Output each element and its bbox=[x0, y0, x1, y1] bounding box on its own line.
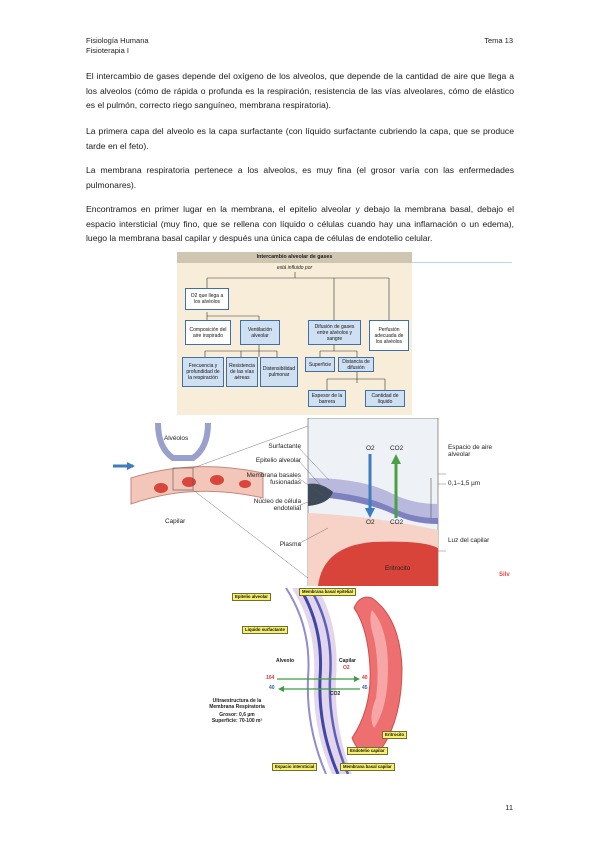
ultrastructure-illustration bbox=[277, 588, 403, 774]
value-45: 45 bbox=[362, 685, 368, 691]
tag-membrana-epitelial: Membrana basal epitelial bbox=[299, 588, 356, 596]
subject-label: Fisiología Humana bbox=[86, 36, 149, 45]
label-o2-bottom: O2 bbox=[366, 519, 375, 526]
tag-liquido-surfactante: Líquido surfactante bbox=[242, 626, 288, 634]
label-capilar-3: Capilar bbox=[339, 658, 356, 664]
box-alveolar-ventilation: Ventilación alveolar bbox=[240, 320, 280, 345]
membrane-illustration bbox=[113, 418, 446, 586]
ultra-grosor: Grosor: 0,6 µm bbox=[219, 712, 255, 718]
label-o2-3: O2 bbox=[343, 665, 350, 671]
label-capilar: Capilar bbox=[165, 518, 186, 525]
figure-gas-exchange-flowchart: Intercambio alveolar de gases está influ… bbox=[177, 252, 412, 415]
figure1-edge-artifact bbox=[412, 262, 512, 263]
tag-eritrocito: Eritrocito bbox=[382, 731, 408, 739]
label-nucleo: Núcleo de célula endotelial bbox=[253, 498, 301, 513]
label-alveolo: Alveolo bbox=[276, 658, 295, 664]
label-luz-capilar: Luz del capilar bbox=[448, 537, 490, 544]
tag-espacio-intersticial: Espacio intersticial bbox=[272, 763, 318, 771]
figure-respiratory-membrane: Alvéolos Capilar Surfactante Epitelio al… bbox=[113, 418, 513, 586]
flowchart-arrows bbox=[204, 272, 390, 390]
label-espacio-aire: Espacio de aire alveolar bbox=[448, 444, 493, 459]
topic-label: Tema 13 bbox=[484, 36, 513, 45]
label-o2-top: O2 bbox=[366, 445, 375, 452]
value-104: 104 bbox=[266, 675, 275, 681]
course-label: Fisioterapia I bbox=[86, 46, 129, 55]
label-grosor: 0,1–1,5 µm bbox=[448, 480, 481, 487]
paragraph-2: La primera capa del alveolo es la capa s… bbox=[86, 126, 514, 151]
label-plasma: Plasma bbox=[279, 541, 301, 548]
flowchart-subtitle: está influido por bbox=[276, 265, 313, 271]
label-co2-bottom: CO2 bbox=[390, 519, 404, 526]
paragraph-1: El intercambio de gases depende del oxíg… bbox=[86, 71, 514, 111]
label-alveolos: Alvéolos bbox=[164, 435, 189, 442]
tag-membrana-capilar: Membrana basal capilar bbox=[340, 763, 395, 771]
header-left: Fisiología Humana Fisioterapia I bbox=[86, 36, 149, 56]
label-surfactante: Surfactante bbox=[268, 443, 301, 450]
ultra-superficie: Superficie: 70-100 m² bbox=[211, 718, 263, 724]
paragraph-4: Encontramos en primer lugar en la membra… bbox=[86, 204, 514, 244]
value-40-left: 40 bbox=[269, 685, 275, 691]
paragraph-3: La membrana respiratoria pertenece a los… bbox=[86, 165, 514, 190]
box-breathing-frequency: Frecuencia y profundidad de la respiraci… bbox=[182, 357, 224, 387]
box-airway-resistance: Resistencia de las vías aéreas bbox=[226, 357, 258, 387]
ultra-title: Ultraestructura de la Membrana Respirato… bbox=[209, 698, 265, 711]
label-membranas: Membrana basales fusionadas bbox=[246, 472, 301, 487]
watermark-text: Silv bbox=[499, 572, 510, 578]
box-alveolar-perfusion: Perfusión adecuada de los alvéolos bbox=[369, 320, 409, 351]
tag-endotelio-capilar: Endotelio capilar bbox=[347, 747, 388, 755]
box-fluid-amount: Cantidad de líquido bbox=[365, 390, 405, 407]
value-40-right: 40 bbox=[362, 675, 368, 681]
label-epitelio: Epitelio alveolar bbox=[255, 457, 301, 464]
flowchart-title: Intercambio alveolar de gases bbox=[177, 252, 412, 263]
box-diffusion-distance: Distancia de difusión bbox=[338, 357, 374, 372]
box-surface: Superficie bbox=[305, 357, 335, 372]
label-co2-3: CO2 bbox=[330, 691, 341, 697]
box-air-composition: Composición del aire inspirado bbox=[185, 320, 231, 345]
box-o2-arrival: O2 que llega a los alvéolos bbox=[185, 288, 229, 310]
box-lung-compliance: Distensibilidad pulmonar bbox=[260, 357, 298, 387]
label-co2-top: CO2 bbox=[390, 445, 404, 452]
figure-membrane-ultrastructure: Epitelio alveolar Membrana basal epiteli… bbox=[209, 588, 412, 774]
page-number: 11 bbox=[505, 803, 513, 812]
box-gas-diffusion: Difusión de gases entre alvéolos y sangr… bbox=[308, 320, 361, 345]
tag-epitelio-alveolar: Epitelio alveolar bbox=[232, 593, 271, 601]
label-eritrocito: Eritrocito bbox=[385, 565, 411, 572]
box-barrier-thickness: Espesor de la barrera bbox=[308, 390, 346, 407]
